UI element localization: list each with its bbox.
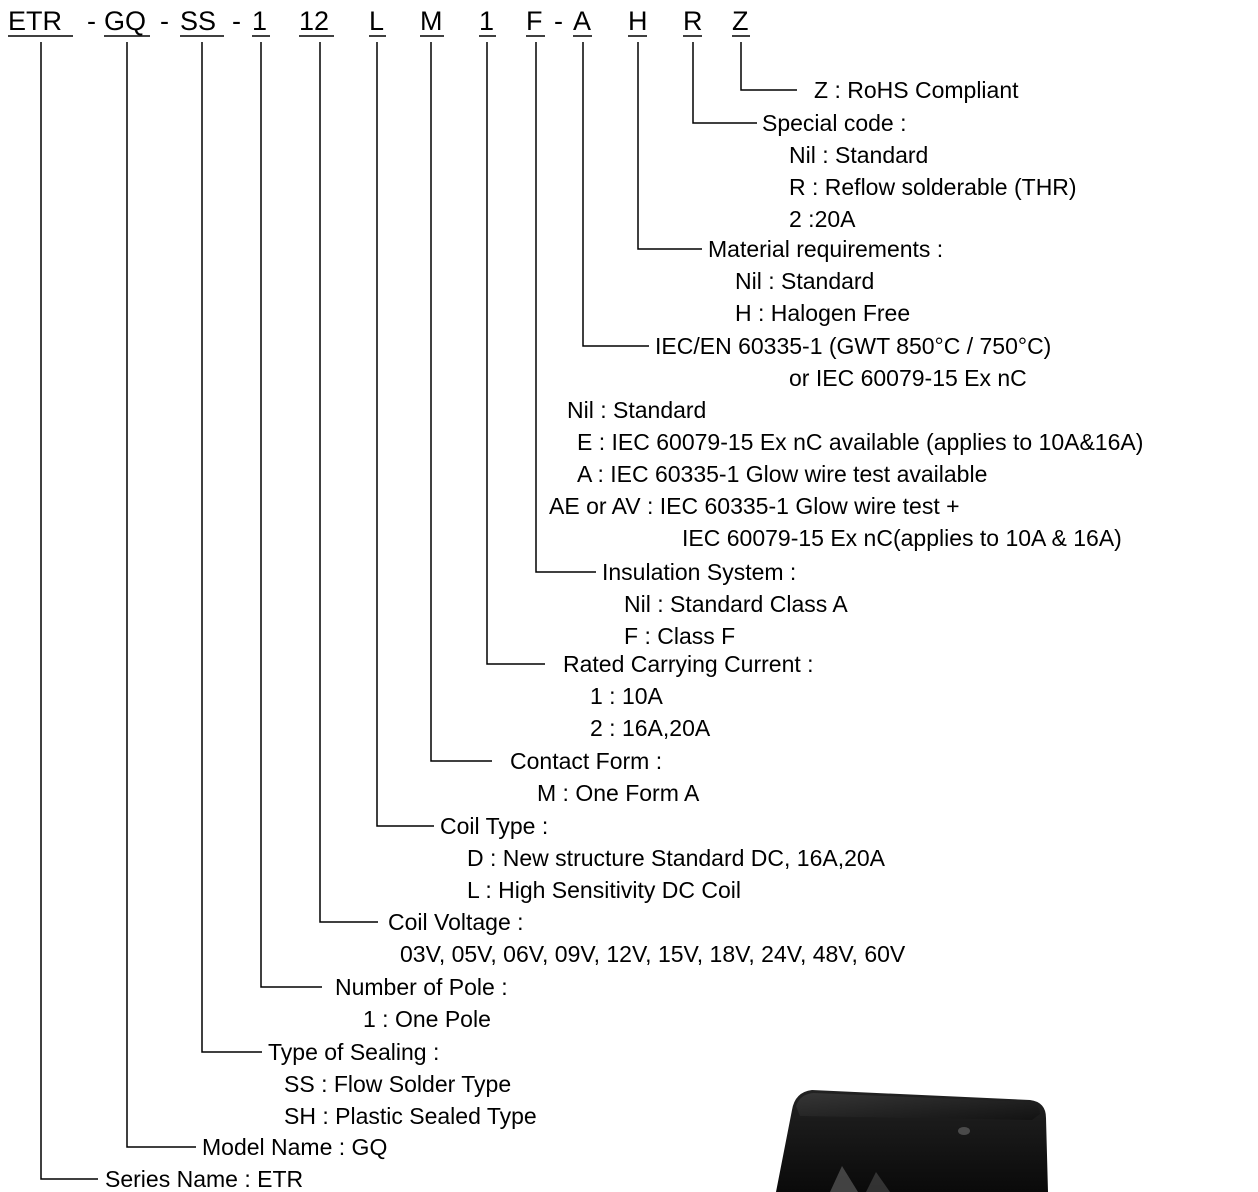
f-option-f: F : Class F xyxy=(624,623,735,649)
l-option-d: D : New structure Standard DC, 16A,20A xyxy=(467,845,886,871)
leader-h xyxy=(637,42,702,250)
part-code: ETR - GQ - SS - 1 12 L M 1 F - A H R Z xyxy=(8,6,750,37)
etr-desc: Series Name : ETR xyxy=(105,1166,303,1192)
r-option-nil: Nil : Standard xyxy=(789,142,928,168)
code-voltage: 12 xyxy=(299,6,329,36)
code-l: L xyxy=(369,6,384,36)
a-option-nil: Nil : Standard xyxy=(567,397,706,423)
h-option-nil: Nil : Standard xyxy=(735,268,874,294)
voltage-options: 03V, 05V, 06V, 09V, 12V, 15V, 18V, 24V, … xyxy=(400,941,906,967)
code-dash-2: - xyxy=(160,6,169,36)
code-dash-3: - xyxy=(232,6,241,36)
leader-f xyxy=(535,42,596,573)
leader-r xyxy=(692,42,757,124)
a-heading: IEC/EN 60335-1 (GWT 850°C / 750°C) xyxy=(655,333,1051,359)
a-option-a: A : IEC 60335-1 Glow wire test available xyxy=(577,461,987,487)
code-f: F xyxy=(526,6,543,36)
l-option-l: L : High Sensitivity DC Coil xyxy=(467,877,741,903)
leader-pole xyxy=(260,42,322,988)
current-heading: Rated Carrying Current : xyxy=(563,651,814,677)
r-option-r: R : Reflow solderable (THR) xyxy=(789,174,1077,200)
ss-option-sh: SH : Plastic Sealed Type xyxy=(284,1103,537,1129)
code-etr: ETR xyxy=(8,6,62,36)
code-a: A xyxy=(573,6,591,36)
l-heading: Coil Type : xyxy=(440,813,548,839)
f-heading: Insulation System : xyxy=(602,559,796,585)
r-heading: Special code : xyxy=(762,110,906,136)
m-heading: Contact Form : xyxy=(510,748,662,774)
leader-lines xyxy=(40,42,797,1180)
field-descriptions: Z : RoHS Compliant Special code : Nil : … xyxy=(105,77,1143,1192)
ss-heading: Type of Sealing : xyxy=(268,1039,439,1065)
ss-option-ss: SS : Flow Solder Type xyxy=(284,1071,511,1097)
code-dash-1: - xyxy=(87,6,96,36)
leader-a xyxy=(582,42,649,347)
leader-z xyxy=(740,42,797,91)
gq-desc: Model Name : GQ xyxy=(202,1134,387,1160)
r-option-2: 2 :20A xyxy=(789,206,856,232)
leader-etr xyxy=(40,42,98,1180)
h-heading: Material requirements : xyxy=(708,236,943,262)
a-option-e: E : IEC 60079-15 Ex nC available (applie… xyxy=(577,429,1143,455)
a-heading-cont: or IEC 60079-15 Ex nC xyxy=(789,365,1027,391)
f-option-nil: Nil : Standard Class A xyxy=(624,591,848,617)
a-option-ae-av-cont: IEC 60079-15 Ex nC(applies to 10A & 16A) xyxy=(682,525,1122,551)
leader-m xyxy=(430,42,492,762)
code-dash-4: - xyxy=(554,6,563,36)
code-m: M xyxy=(420,6,443,36)
a-option-ae-av: AE or AV : IEC 60335-1 Glow wire test + xyxy=(549,493,960,519)
leader-ss xyxy=(201,42,262,1053)
code-current: 1 xyxy=(479,6,494,36)
m-option-m: M : One Form A xyxy=(537,780,700,806)
code-ss: SS xyxy=(180,6,216,36)
voltage-heading: Coil Voltage : xyxy=(388,909,524,935)
current-option-1: 1 : 10A xyxy=(590,683,664,709)
pole-heading: Number of Pole : xyxy=(335,974,508,1000)
leader-gq xyxy=(126,42,196,1148)
leader-l xyxy=(376,42,434,827)
relay-photo xyxy=(776,1090,1048,1192)
leader-voltage xyxy=(319,42,378,923)
code-z: Z xyxy=(732,6,749,36)
z-desc: Z : RoHS Compliant xyxy=(814,77,1019,103)
code-r: R xyxy=(683,6,703,36)
h-option-h: H : Halogen Free xyxy=(735,300,910,326)
pole-option-1: 1 : One Pole xyxy=(363,1006,491,1032)
leader-current xyxy=(486,42,545,665)
current-option-2: 2 : 16A,20A xyxy=(590,715,711,741)
code-pole: 1 xyxy=(252,6,267,36)
code-gq: GQ xyxy=(104,6,146,36)
code-h: H xyxy=(628,6,648,36)
